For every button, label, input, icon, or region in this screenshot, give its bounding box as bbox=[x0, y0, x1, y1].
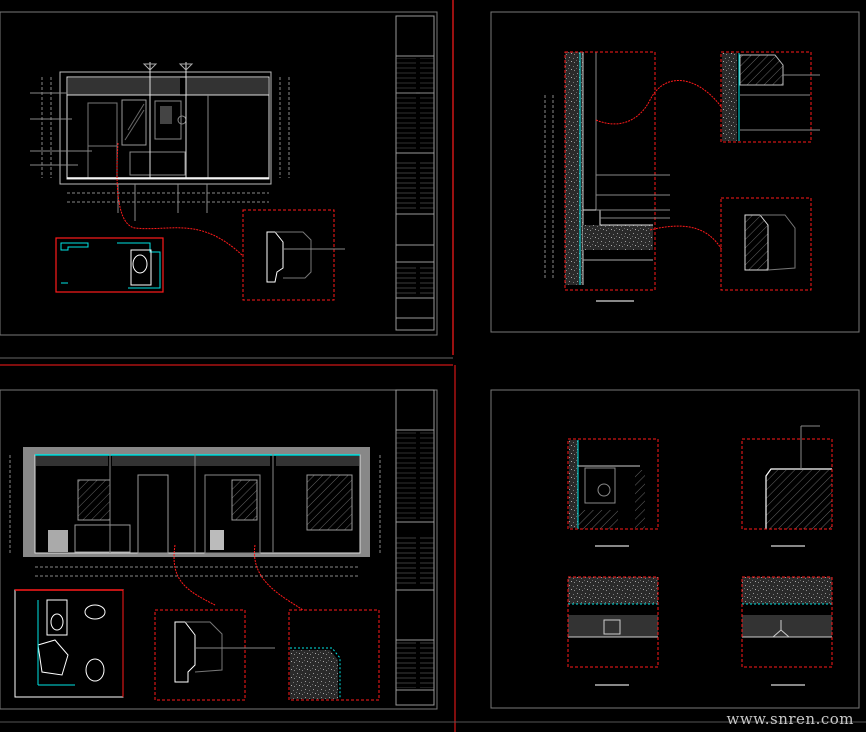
detail-section bbox=[567, 438, 659, 547]
detail-section bbox=[242, 209, 345, 301]
detail-callout-leader bbox=[254, 544, 304, 611]
detail-section bbox=[720, 197, 812, 291]
wall-elevation bbox=[9, 447, 381, 577]
sheet-section-details-a[interactable] bbox=[490, 11, 860, 333]
detail-section bbox=[154, 609, 275, 701]
title-block bbox=[395, 15, 435, 331]
sheet-elevation-a[interactable] bbox=[0, 11, 438, 336]
detail-section bbox=[567, 576, 659, 686]
detail-section bbox=[288, 609, 380, 701]
sheet-elevation-b[interactable] bbox=[0, 389, 438, 710]
floor-plan-key bbox=[14, 589, 124, 698]
wall-elevation bbox=[30, 62, 290, 221]
detail-callout-leader bbox=[116, 142, 244, 257]
title-block bbox=[395, 389, 435, 706]
detail-section bbox=[741, 576, 833, 686]
floor-plan-key bbox=[55, 237, 164, 293]
detail-callout-leader bbox=[649, 225, 723, 251]
watermark: www.snren.com bbox=[726, 710, 854, 728]
sheet-section-details-b[interactable] bbox=[490, 389, 860, 709]
detail-callout-leader bbox=[173, 544, 216, 606]
detail-callout-leader bbox=[595, 80, 726, 125]
wall-section bbox=[544, 51, 670, 302]
caption-underline bbox=[596, 300, 634, 302]
detail-section bbox=[741, 425, 833, 547]
detail-section bbox=[720, 51, 820, 143]
